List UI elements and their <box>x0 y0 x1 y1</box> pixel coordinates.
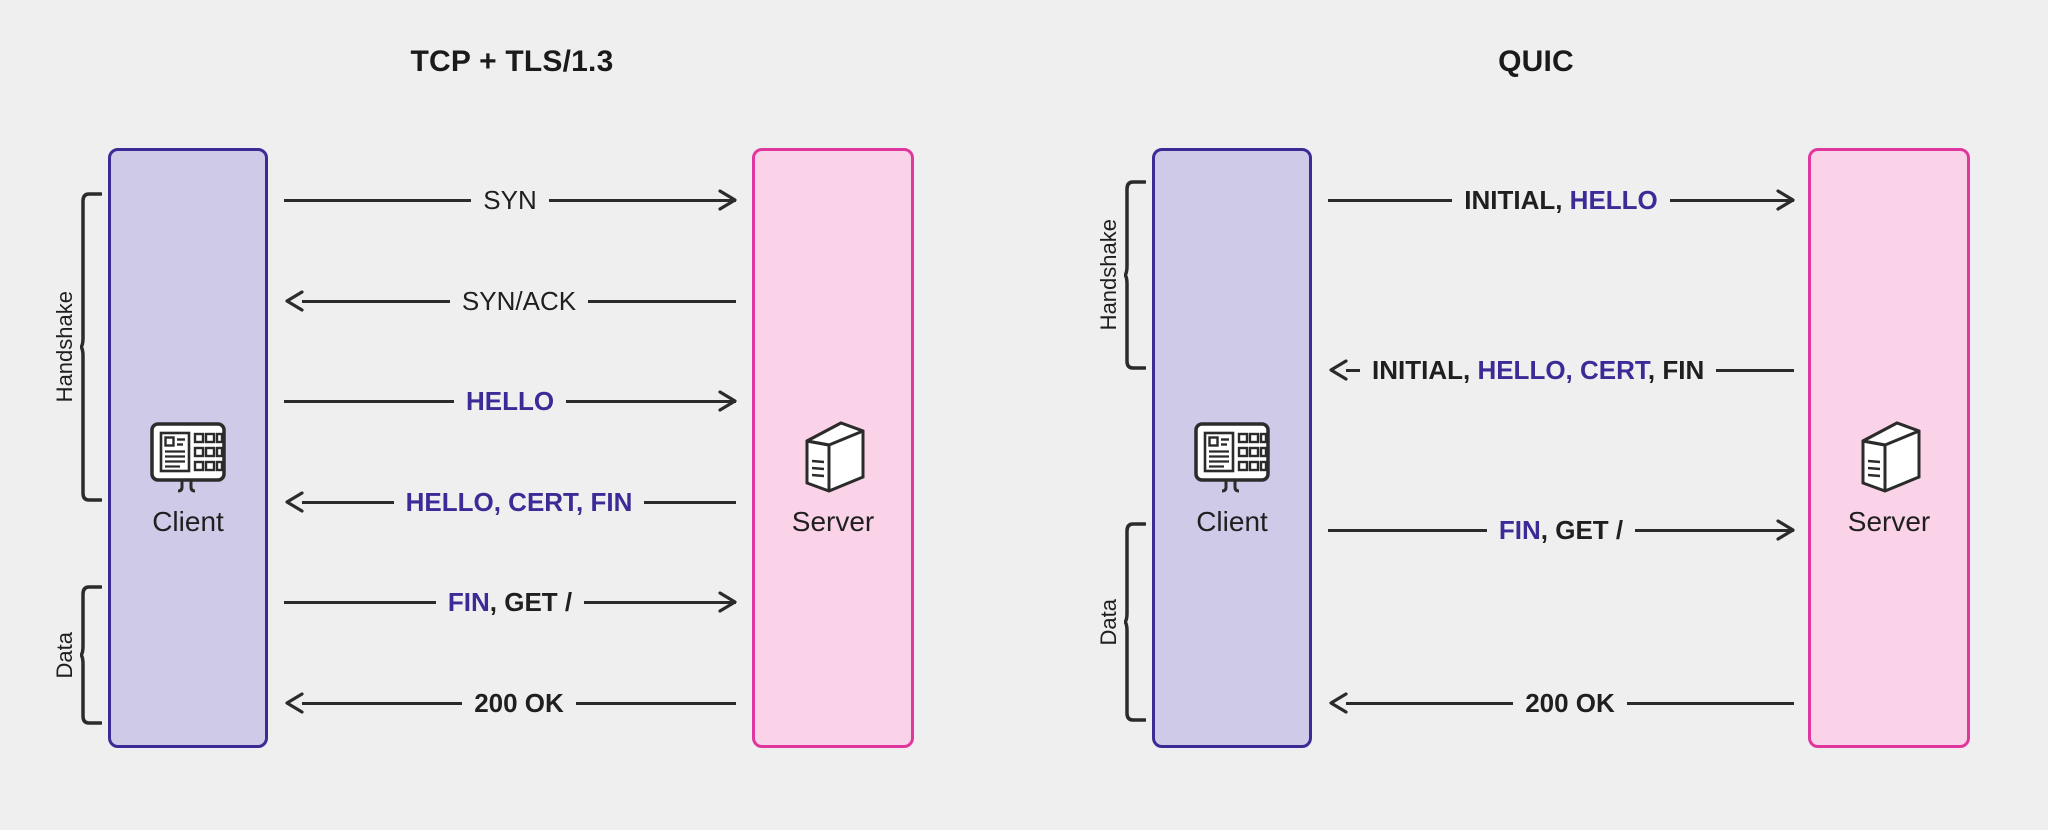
endpoint-client-tcp-label: Client <box>152 506 224 537</box>
client-monitor-icon <box>149 421 227 500</box>
message-line-left <box>1346 368 1360 372</box>
message-row-syn: SYN <box>284 183 737 217</box>
bracket-shape-handshake-tcp <box>80 192 102 502</box>
message-label-initial-hello-cert-fin: INITIAL, HELLO, CERT, FIN <box>1372 355 1705 385</box>
message-row-fin-get-quic: FIN, GET / <box>1328 513 1795 547</box>
endpoint-server-tcp-content: Server <box>755 419 911 538</box>
message-line-right <box>1626 701 1795 705</box>
message-line-right <box>588 299 736 303</box>
panel-tcp-tls: TCP + TLS/1.3 Handshake Data <box>52 45 914 748</box>
message-row-200-ok: 200 OK <box>284 686 737 720</box>
bracket-handshake-quic: Handshake <box>1096 180 1146 370</box>
endpoint-server-tcp-label: Server <box>791 506 875 537</box>
message-line-right <box>575 701 737 705</box>
bracket-label-handshake-quic: Handshake <box>1096 219 1121 331</box>
message-row-initial-hello-cert-fin: INITIAL, HELLO, CERT, FIN <box>1328 353 1794 387</box>
client-monitor-icon <box>1193 421 1271 500</box>
message-label-syn: SYN <box>483 185 537 215</box>
bracket-label-data-tcp: Data <box>52 631 77 679</box>
endpoint-server-quic: Server <box>1808 148 1970 748</box>
message-label-fin-get-quic: FIN, GET / <box>1498 515 1624 545</box>
message-row-syn-ack: SYN/ACK <box>284 284 736 318</box>
message-row-initial-hello: INITIAL, HELLO <box>1328 183 1795 217</box>
endpoint-client-quic-label: Client <box>1196 506 1268 537</box>
message-line-right <box>644 500 736 504</box>
message-line-right <box>1716 368 1794 372</box>
message-line-left <box>284 399 454 403</box>
message-label-hello-cert-fin: HELLO, CERT, FIN <box>405 487 633 517</box>
panel-quic: QUIC Handshake Data <box>1024 0 2048 830</box>
message-line-left <box>302 299 450 303</box>
endpoint-client-tcp-content: Client <box>111 421 265 538</box>
message-row-200-ok-quic: 200 OK <box>1328 686 1795 720</box>
message-line-right <box>1669 198 1795 202</box>
message-line-left <box>1328 528 1487 532</box>
message-line-left <box>302 500 394 504</box>
message-line-left <box>302 701 463 705</box>
message-line-left <box>1346 701 1514 705</box>
message-label-200-ok: 200 OK <box>474 688 564 718</box>
message-line-left <box>284 198 472 202</box>
bracket-label-handshake-tcp: Handshake <box>52 291 77 403</box>
endpoint-client-tcp: Client <box>108 148 268 748</box>
panel-title-tcp-tls: TCP + TLS/1.3 <box>410 45 614 78</box>
message-row-hello-cert-fin: HELLO, CERT, FIN <box>284 485 736 519</box>
endpoint-server-quic-label: Server <box>1847 506 1931 537</box>
message-label-initial-hello: INITIAL, HELLO <box>1464 185 1658 215</box>
bracket-handshake-tcp: Handshake <box>52 192 102 502</box>
bracket-label-data-quic: Data <box>1096 598 1121 646</box>
bracket-data-quic: Data <box>1096 522 1146 722</box>
message-line-right <box>584 600 737 604</box>
endpoint-server-tcp: Server <box>752 148 914 748</box>
message-line-right <box>566 399 737 403</box>
message-line-left <box>1328 198 1453 202</box>
bracket-shape-handshake-quic <box>1124 180 1146 370</box>
message-label-fin-get: FIN, GET / <box>447 587 573 617</box>
endpoint-server-quic-content: Server <box>1811 419 1967 538</box>
message-row-hello: HELLO <box>284 384 737 418</box>
message-row-fin-get: FIN, GET / <box>284 585 737 619</box>
panel-title-quic: QUIC <box>1498 45 1574 78</box>
message-label-hello: HELLO <box>465 386 555 416</box>
bracket-shape-data-tcp <box>80 585 102 725</box>
endpoint-client-quic-content: Client <box>1155 421 1309 538</box>
message-line-left <box>284 600 436 604</box>
message-label-200-ok-quic: 200 OK <box>1525 688 1615 718</box>
endpoint-client-quic: Client <box>1152 148 1312 748</box>
message-line-right <box>1635 528 1795 532</box>
server-tower-icon <box>797 419 869 500</box>
bracket-shape-data-quic <box>1124 522 1146 722</box>
message-label-syn-ack: SYN/ACK <box>461 286 577 316</box>
server-tower-icon <box>1853 419 1925 500</box>
message-line-right <box>548 198 736 202</box>
bracket-data-tcp: Data <box>52 585 102 725</box>
